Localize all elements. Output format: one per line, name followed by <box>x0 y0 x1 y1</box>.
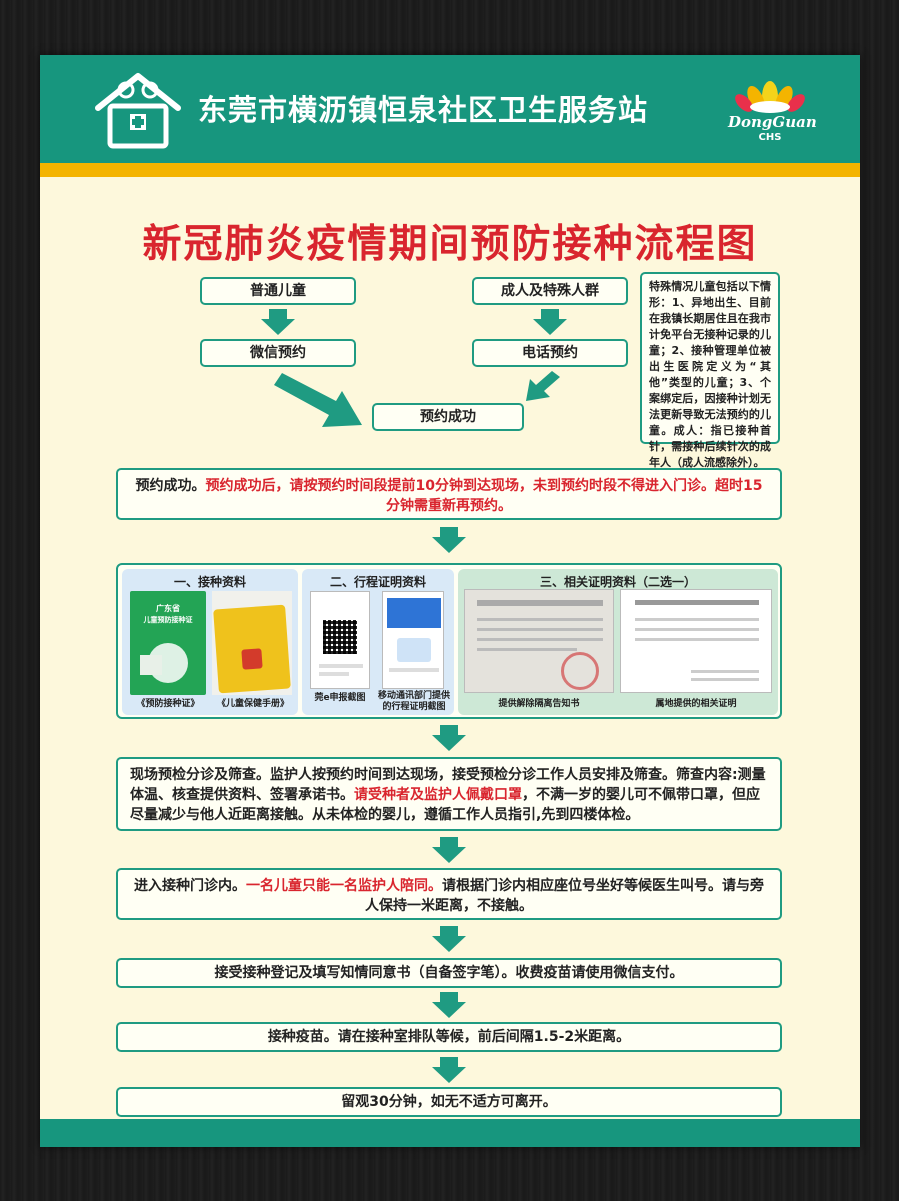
footer-bar <box>40 1119 860 1147</box>
arrow-down-icon <box>432 725 466 751</box>
header-bar: 东莞市横沥镇恒泉社区卫生服务站 DongGuan CHS <box>40 55 860 163</box>
step4-warning: 一名儿童只能一名监护人陪同。 <box>246 878 442 894</box>
vaccination-certificate-image: 广东省 儿童预防接种证 <box>130 591 206 695</box>
step3-warning: 请受种者及监护人佩戴口罩 <box>354 787 522 803</box>
clinic-house-icon <box>95 73 181 149</box>
diagonal-arrow-icon <box>274 373 362 427</box>
caption-child-handbook: 《儿童保健手册》 <box>216 699 289 709</box>
step-enter-clinic: 进入接种门诊内。一名儿童只能一名监护人陪同。请根据门诊内相应座位号坐好等候医生叫… <box>116 868 782 920</box>
related-proof-panel: 三、相关证明资料（二选一） 提供解除隔离告知书 属地提供的相关证明 <box>458 569 778 715</box>
special-cases-note: 特殊情况儿童包括以下情形：1、异地出生、目前在我镇长期居住且在我市计免平台无接种… <box>640 272 780 469</box>
step3-text-continued: ，不满一岁的婴儿可不佩带口罩，但应尽量减少与他人近距离接触。从未体检的婴儿，遵循… <box>130 787 760 823</box>
arrow-down-icon <box>432 1057 466 1083</box>
logo-brand-text: DongGuan <box>728 113 817 131</box>
step3-text: 现场预检分诊及筛查。监护人按预约时间到达现场，接受预检分诊工作人员安排及筛查。筛… <box>130 767 766 803</box>
step1-text: 预约成功。 <box>135 478 206 494</box>
local-proof-doc-image <box>620 589 772 693</box>
child-health-handbook-image <box>212 591 292 695</box>
step-observation: 留观30分钟，如无不适方可离开。 <box>116 1087 782 1117</box>
step-precheck-screening: 现场预检分诊及筛查。监护人按预约时间到达现场，接受预检分诊工作人员安排及筛查。筛… <box>116 757 782 831</box>
step-registration: 接受接种登记及填写知情同意书（自备签字笔）。收费疫苗请使用微信支付。 <box>116 958 782 988</box>
org-name: 东莞市横沥镇恒泉社区卫生服务站 <box>198 93 649 127</box>
arrow-down-icon <box>432 837 466 863</box>
certificate-line1: 广东省 <box>156 604 180 613</box>
caption-quarantine-release: 提供解除隔离告知书 <box>498 699 580 709</box>
step4-text-continued: 请根据门诊内相应座位号坐好等候医生叫号。请与旁人保持一米距离，不接触。 <box>365 878 764 914</box>
documents-section: 一、接种资料 广东省 儿童预防接种证 《预防接种证》 《儿童保健手册》 二、行程… <box>116 563 782 719</box>
step4-text: 进入接种门诊内。 <box>134 878 246 894</box>
booking-success-box: 预约成功 <box>372 403 524 431</box>
phone-booking-box: 电话预约 <box>472 339 628 367</box>
caption-itinerary: 移动通讯部门提供的行程证明截图 <box>377 691 450 712</box>
children-box: 普通儿童 <box>200 277 356 305</box>
panel-title: 三、相关证明资料（二选一） <box>539 575 696 589</box>
quarantine-release-doc-image <box>464 589 614 693</box>
step1-warning: 预约成功后，请按预约时间段提前10分钟到达现场，未到预约时段不得进入门诊。超时1… <box>205 478 763 514</box>
caption-vaccination-certificate: 《预防接种证》 <box>136 699 200 709</box>
step-vaccination: 接种疫苗。请在接种室排队等候，前后间隔1.5-2米距离。 <box>116 1022 782 1052</box>
qr-screenshot-image <box>310 591 370 689</box>
arrow-down-icon <box>533 309 567 335</box>
caption-local-proof: 属地提供的相关证明 <box>655 699 737 709</box>
panel-title: 一、接种资料 <box>173 575 246 589</box>
header-stripe <box>40 163 860 177</box>
arrow-down-icon <box>432 926 466 952</box>
diagonal-arrow-icon <box>526 371 560 401</box>
panel-title: 二、行程证明资料 <box>329 575 426 589</box>
caption-qr-screenshot: 莞e申报截图 <box>314 693 366 703</box>
poster-title: 新冠肺炎疫情期间预防接种流程图 <box>142 221 758 267</box>
travel-itinerary-image <box>382 591 444 689</box>
arrow-down-icon <box>261 309 295 335</box>
flower-logo-icon <box>735 81 805 113</box>
travel-proof-panel: 二、行程证明资料 莞e申报截图 移动通讯部门提供的行程证明截图 <box>302 569 454 715</box>
arrow-down-icon <box>432 527 466 553</box>
step-booking-success: 预约成功。预约成功后，请按预约时间段提前10分钟到达现场，未到预约时段不得进入门… <box>116 468 782 520</box>
adults-box: 成人及特殊人群 <box>472 277 628 305</box>
dongguan-chs-logo: DongGuan CHS <box>728 71 817 151</box>
arrow-down-icon <box>432 992 466 1018</box>
logo-sub-text: CHS <box>758 132 782 143</box>
wechat-booking-box: 微信预约 <box>200 339 356 367</box>
certificate-line2: 儿童预防接种证 <box>143 616 193 624</box>
vaccination-docs-panel: 一、接种资料 广东省 儿童预防接种证 《预防接种证》 《儿童保健手册》 <box>122 569 298 715</box>
poster: 东莞市横沥镇恒泉社区卫生服务站 DongGuan CHS 新冠肺炎疫情期间预防接… <box>40 55 860 1147</box>
